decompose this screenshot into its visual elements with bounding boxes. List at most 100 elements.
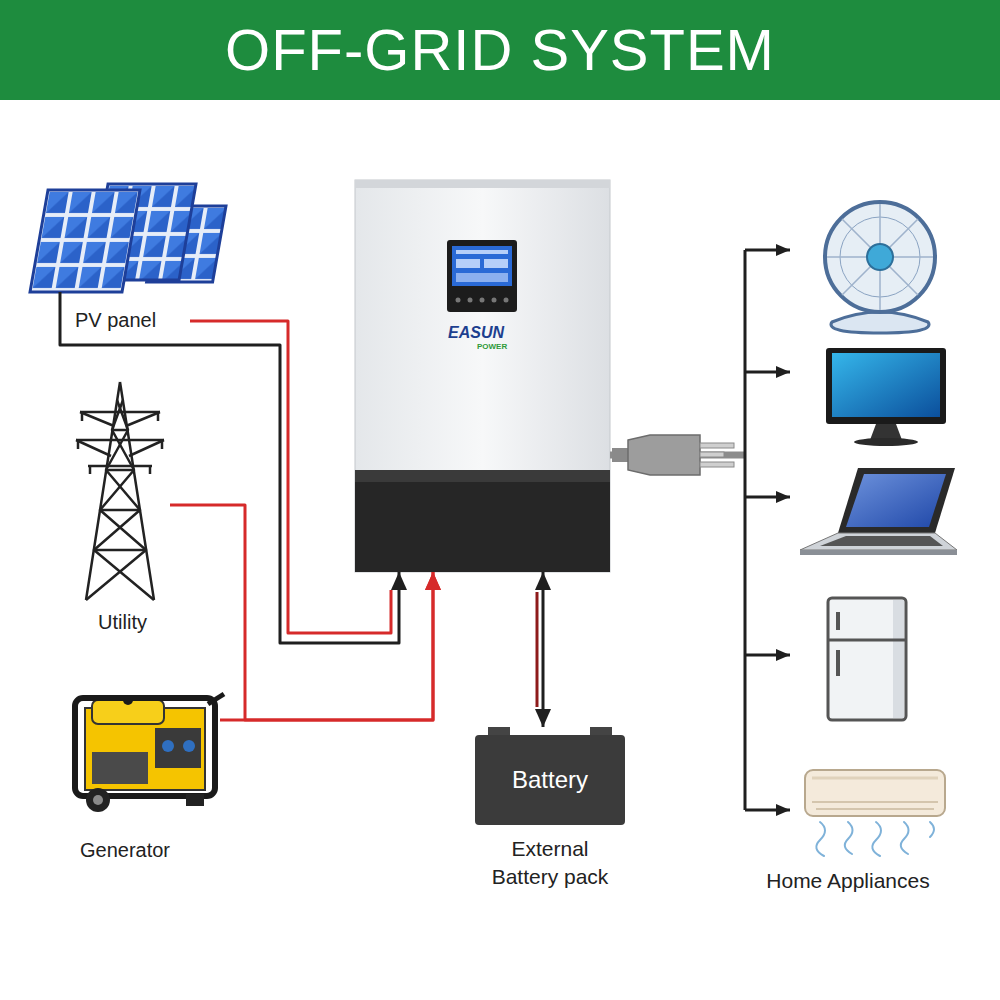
tv-screen xyxy=(832,353,940,417)
tower-leg xyxy=(86,382,154,600)
power-outlet xyxy=(162,740,174,752)
lcd-button xyxy=(456,298,461,303)
battery-terminal xyxy=(488,727,510,737)
fan-guard xyxy=(825,202,935,312)
part-label: Utility xyxy=(79,610,166,634)
connector-group xyxy=(60,250,790,810)
fan-icon xyxy=(825,202,935,333)
fan-base xyxy=(831,312,929,333)
lcd-button xyxy=(480,298,485,303)
branch-arrow xyxy=(745,809,790,812)
plug-pin xyxy=(700,443,734,448)
panel-lead-wire xyxy=(59,292,62,336)
appliances-node: Home Appliances xyxy=(748,190,990,897)
fan-guard-spoke xyxy=(827,204,933,310)
battery-wire xyxy=(536,592,539,707)
solar-panel xyxy=(147,206,226,282)
tv-base xyxy=(854,438,918,446)
tv-stand xyxy=(870,424,902,440)
plug-body xyxy=(628,435,700,475)
fan-neck xyxy=(872,308,888,322)
fuel-tank xyxy=(92,700,164,724)
laptop-icon xyxy=(800,468,957,555)
ac-airflow xyxy=(816,822,934,856)
fridge-handle xyxy=(836,612,840,630)
wire-connector xyxy=(60,321,399,643)
lcd-segment xyxy=(456,273,508,282)
generator-handle xyxy=(208,694,224,704)
solar-panel xyxy=(91,184,196,280)
ac-top-shade xyxy=(812,777,938,780)
laptop-keyboard xyxy=(820,536,943,546)
part-label: External Battery pack xyxy=(480,835,620,892)
part-label: PV panel xyxy=(75,308,156,332)
solar-panel xyxy=(91,184,196,280)
ac-input-wire xyxy=(220,572,433,720)
ac-airflow xyxy=(816,822,825,856)
inverter-illustration xyxy=(355,180,610,572)
lcd-button xyxy=(492,298,497,303)
laptop-edge xyxy=(800,550,957,555)
laptop-screen xyxy=(846,474,946,527)
inverter-top-cap xyxy=(355,180,610,188)
ac-airflow xyxy=(845,822,853,854)
brand-logo: EASUN xyxy=(448,323,504,342)
inverter-bevel xyxy=(355,470,610,482)
engine-block xyxy=(92,752,148,784)
tower-brace xyxy=(76,412,164,456)
lcd-button xyxy=(504,298,509,303)
wire-connector xyxy=(610,250,790,810)
lcd-screen xyxy=(452,246,512,286)
inverter-node: EASUNPOWER xyxy=(355,180,610,572)
tower-lattice xyxy=(86,400,146,600)
battery-body xyxy=(475,735,625,825)
branch-arrow xyxy=(745,496,790,499)
ac-airflow xyxy=(872,822,881,856)
tower-lattice xyxy=(94,400,154,600)
fridge-side xyxy=(893,600,904,718)
tv-bezel xyxy=(826,348,946,424)
generator-foot xyxy=(186,794,204,806)
fridge-handle xyxy=(836,650,840,676)
branch-arrow xyxy=(745,371,790,374)
control-panel xyxy=(155,728,201,768)
laptop-lid xyxy=(838,468,955,533)
tv-icon xyxy=(826,348,946,446)
battery-label: Battery xyxy=(479,766,621,795)
lcd-segment xyxy=(456,259,480,268)
branch-arrow xyxy=(745,249,790,252)
fridge-door-gap xyxy=(828,639,906,642)
solar-panel-illustration xyxy=(30,184,226,336)
power-outlet xyxy=(183,740,195,752)
branch-arrow xyxy=(745,654,790,657)
inverter-housing xyxy=(355,180,610,572)
generator-wheel-hub xyxy=(93,795,103,805)
inverter-bottom-cover xyxy=(355,470,610,572)
utility-node: Utility xyxy=(75,378,170,640)
wire-connector xyxy=(537,572,543,727)
solar-panel xyxy=(147,206,226,282)
wire-connector xyxy=(170,505,433,720)
battery-node: BatteryExternal Battery pack xyxy=(475,727,625,896)
fridge-icon xyxy=(828,598,906,720)
ac-vent xyxy=(812,802,938,809)
ac-airflow xyxy=(901,822,909,854)
fuel-cap xyxy=(123,695,133,705)
part-label: Generator xyxy=(60,838,190,862)
lcd-segment xyxy=(456,250,508,254)
fan-hub xyxy=(867,244,893,270)
generator-body xyxy=(85,708,205,790)
air-conditioner-icon xyxy=(805,770,945,856)
solar-panel xyxy=(30,190,140,292)
tower-rung xyxy=(94,430,146,550)
brand-logo-sub: POWER xyxy=(477,342,507,352)
utility-tower xyxy=(76,382,164,600)
solar-panel-node: PV panel xyxy=(25,180,190,336)
positive-wire xyxy=(190,321,391,633)
fan-guard-ring xyxy=(840,217,920,297)
plug-pin xyxy=(700,452,724,457)
solar-panel xyxy=(30,190,140,292)
